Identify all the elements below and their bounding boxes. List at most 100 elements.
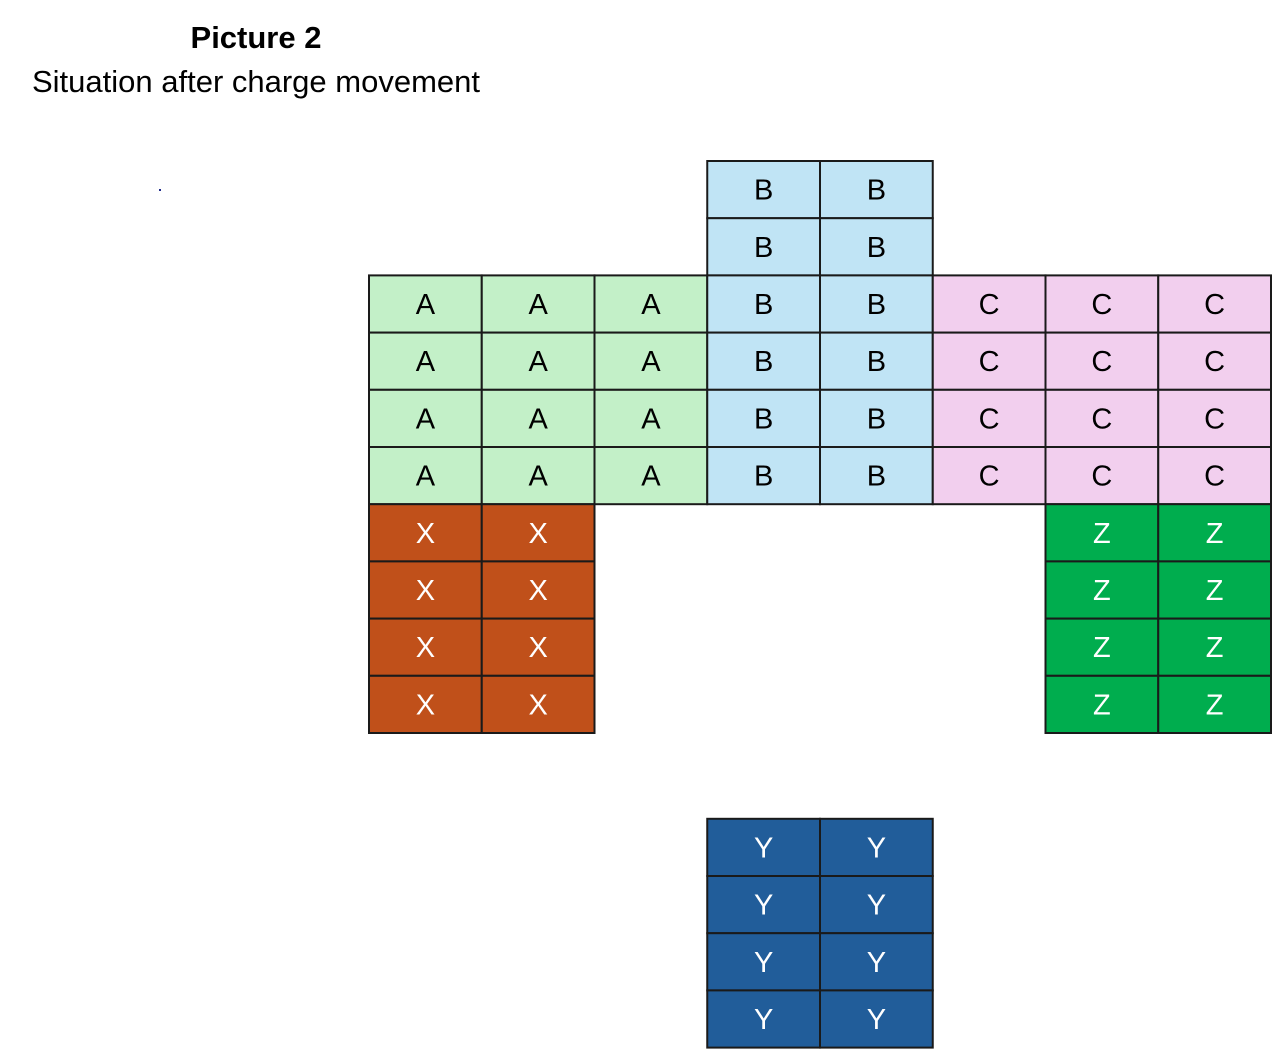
cell-y (819, 932, 934, 992)
cell-c (931, 274, 1047, 334)
cell-label-a: A (641, 461, 661, 493)
cell-b (706, 388, 821, 448)
cell-label-b: B (867, 289, 886, 321)
cell-z (1157, 617, 1272, 677)
cell-label-a: A (528, 289, 548, 321)
cell-x (480, 674, 596, 734)
cell-label-x: X (528, 518, 547, 550)
cell-label-y: Y (867, 947, 886, 979)
cell-label-b: B (754, 461, 773, 493)
cell-label-y: Y (867, 1004, 886, 1036)
cell-label-a: A (528, 403, 548, 435)
cell-label-c: C (979, 289, 1000, 321)
cell-label-b: B (867, 175, 886, 207)
cell-a (480, 331, 596, 391)
cell-y (819, 817, 934, 877)
cell-b (819, 331, 934, 391)
cell-label-y: Y (754, 1004, 773, 1036)
cell-y (706, 875, 821, 935)
cell-a (593, 331, 709, 391)
cell-label-b: B (867, 461, 886, 493)
cell-b (706, 331, 821, 391)
cell-label-c: C (1204, 346, 1225, 378)
cell-c (1157, 446, 1272, 506)
cell-label-b: B (754, 289, 773, 321)
cell-label-x: X (528, 632, 547, 664)
cell-label-b: B (867, 346, 886, 378)
cell-label-x: X (416, 575, 435, 607)
cell-label-x: X (528, 689, 547, 721)
cell-label-b: B (754, 175, 773, 207)
cell-label-z: Z (1093, 575, 1111, 607)
cell-label-z: Z (1206, 632, 1224, 664)
cell-label-a: A (416, 403, 436, 435)
cell-label-x: X (416, 689, 435, 721)
cell-b (819, 388, 934, 448)
cell-label-y: Y (867, 832, 886, 864)
cell-c (1044, 446, 1160, 506)
cell-c (1044, 388, 1160, 448)
cell-label-a: A (416, 289, 436, 321)
cell-c (1044, 274, 1160, 334)
cell-c (931, 446, 1047, 506)
cell-label-b: B (867, 232, 886, 264)
cell-z (1157, 503, 1272, 563)
cell-label-a: A (528, 346, 548, 378)
cell-x (368, 503, 483, 563)
cell-label-x: X (416, 632, 435, 664)
cell-x (480, 560, 596, 620)
cell-y (706, 817, 821, 877)
cell-z (1044, 617, 1160, 677)
cell-label-z: Z (1206, 518, 1224, 550)
cell-x (368, 560, 483, 620)
stray-dot (159, 189, 161, 191)
cell-label-z: Z (1206, 575, 1224, 607)
cell-b (706, 160, 821, 220)
cell-label-z: Z (1093, 689, 1111, 721)
cell-label-c: C (979, 461, 1000, 493)
diagram-subtitle: Situation after charge movement (31, 64, 481, 99)
cell-label-b: B (754, 232, 773, 264)
cell-x (368, 674, 483, 734)
cell-c (1044, 331, 1160, 391)
cell-y (819, 989, 934, 1049)
cell-label-c: C (1091, 346, 1112, 378)
cell-label-b: B (867, 403, 886, 435)
cell-y (819, 875, 934, 935)
cell-z (1157, 674, 1272, 734)
cell-c (1157, 331, 1272, 391)
cell-label-b: B (754, 403, 773, 435)
cell-label-c: C (1091, 289, 1112, 321)
cell-a (368, 446, 483, 506)
cell-label-c: C (1091, 403, 1112, 435)
cell-label-y: Y (754, 832, 773, 864)
cell-b (819, 217, 934, 277)
cell-label-c: C (1204, 461, 1225, 493)
cell-label-a: A (416, 461, 436, 493)
cell-label-c: C (1091, 461, 1112, 493)
cell-label-a: A (416, 346, 436, 378)
cell-z (1044, 674, 1160, 734)
cell-label-z: Z (1206, 689, 1224, 721)
cell-b (706, 446, 821, 506)
cell-y (706, 989, 821, 1049)
cell-a (593, 274, 709, 334)
cell-c (1157, 388, 1272, 448)
cell-label-a: A (641, 289, 661, 321)
cell-label-a: A (641, 403, 661, 435)
cell-label-c: C (1204, 403, 1225, 435)
cell-x (480, 617, 596, 677)
cell-label-a: A (641, 346, 661, 378)
cell-label-x: X (416, 518, 435, 550)
cell-label-b: B (754, 346, 773, 378)
cell-label-c: C (979, 346, 1000, 378)
cell-label-y: Y (754, 890, 773, 922)
cell-a (368, 274, 483, 334)
cell-b (819, 160, 934, 220)
cell-a (480, 446, 596, 506)
